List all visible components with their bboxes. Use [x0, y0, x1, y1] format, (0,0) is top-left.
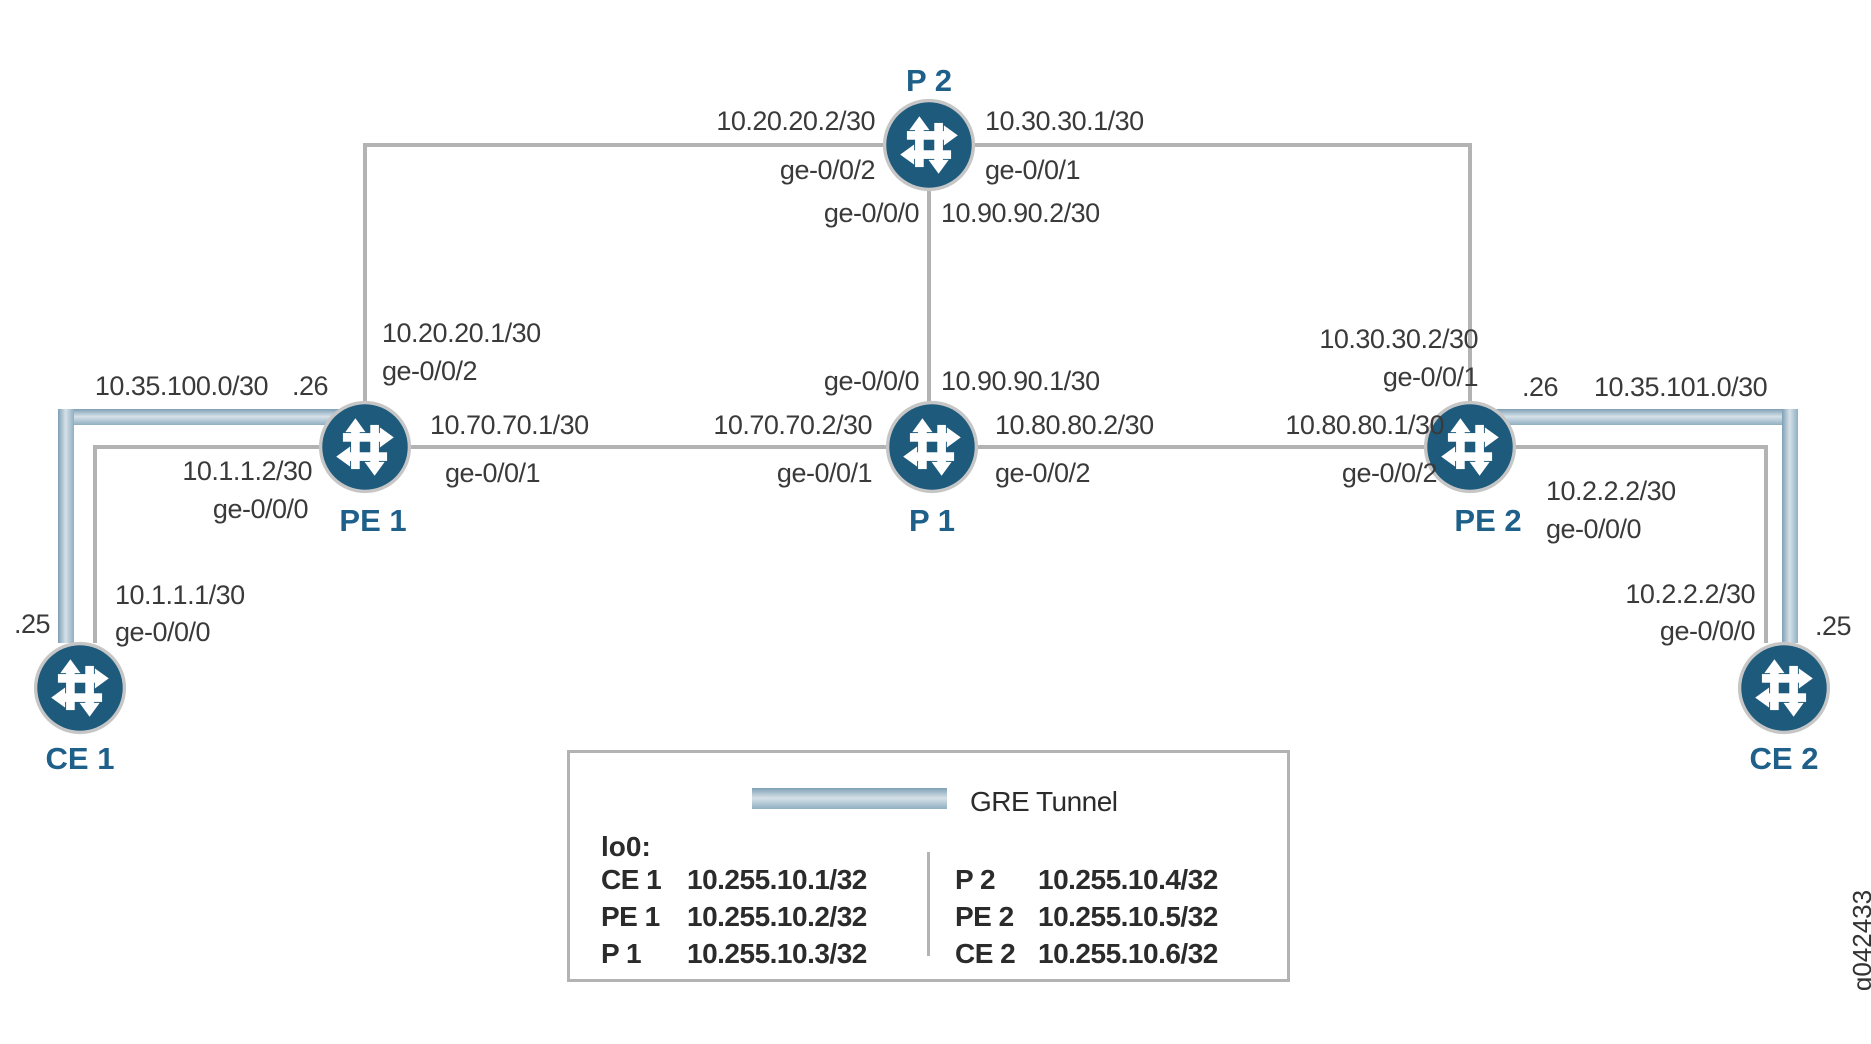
legend-router-name: P 1 [601, 938, 642, 969]
router-label-p2: P 2 [906, 63, 952, 98]
legend-lo0-address: 10.255.10.6/32 [1038, 938, 1218, 969]
label-gre2-ce2-end: .25 [1815, 611, 1852, 641]
router-label-p1: P 1 [909, 503, 955, 538]
label-pe2-ge000: ge-0/0/0 [1546, 514, 1642, 544]
label-gre1-subnet: 10.35.100.0/30 [94, 371, 269, 401]
router-pe2 [1422, 399, 1518, 495]
legend-lo0-address: 10.255.10.1/32 [687, 864, 867, 895]
router-label-ce2: CE 2 [1749, 741, 1819, 776]
figure-id-watermark: g042433 [1847, 889, 1871, 992]
label-p1-ge001-ip: 10.70.70.2/30 [713, 410, 872, 440]
link-pe2-vertical [1468, 143, 1472, 449]
link-pe2-ce2-horizontal [1472, 445, 1768, 449]
label-p2-ge000: ge-0/0/0 [823, 198, 920, 228]
juniper-router-icon [318, 400, 412, 494]
link-pe2-ce2-vertical [1764, 445, 1768, 643]
label-p2-ge001-ip: 10.30.30.1/30 [985, 106, 1144, 136]
label-gre2-subnet: 10.35.101.0/30 [1594, 372, 1768, 402]
legend-lo0-address: 10.255.10.2/32 [687, 901, 867, 932]
gre-tunnel-ce2-horizontal [1455, 409, 1798, 425]
label-p2-ge002-ip: 10.20.20.2/30 [716, 106, 875, 136]
gre-tunnel-ce1-vertical [58, 409, 74, 643]
router-p1 [884, 399, 980, 495]
label-pe1-ge000: ge-0/0/0 [212, 494, 309, 524]
juniper-router-icon [1737, 641, 1831, 735]
label-pe2-ge002: ge-0/0/2 [1341, 458, 1438, 488]
gre-tunnel-ce2-vertical [1782, 409, 1798, 643]
juniper-router-icon [1423, 400, 1517, 494]
link-pe1-vertical [363, 143, 367, 449]
link-p2-p1-vertical [927, 143, 931, 449]
label-pe1-ge002: ge-0/0/2 [382, 356, 478, 386]
label-pe2-ge001-ip: 10.30.30.2/30 [1319, 324, 1478, 354]
label-ce2-ge000-ip: 10.2.2.2/30 [1625, 579, 1755, 609]
label-p1-ge002-ip: 10.80.80.2/30 [995, 410, 1154, 440]
legend-router-name: P 2 [955, 864, 996, 895]
label-ce1-ge000: ge-0/0/0 [115, 617, 211, 647]
juniper-router-icon [885, 400, 979, 494]
juniper-router-icon [33, 641, 127, 735]
label-ce2-ge000: ge-0/0/0 [1659, 616, 1756, 646]
label-p1-ge002: ge-0/0/2 [995, 458, 1091, 488]
gre-tunnel-ce1-horizontal [58, 409, 340, 425]
legend-router-name: CE 1 [601, 864, 662, 895]
router-ce1 [32, 640, 128, 736]
legend-router-name: PE 1 [601, 901, 660, 932]
legend-lo0-address: 10.255.10.3/32 [687, 938, 867, 969]
router-label-pe1: PE 1 [339, 503, 407, 538]
legend-lo0-address: 10.255.10.4/32 [1038, 864, 1218, 895]
legend-router-name: CE 2 [955, 938, 1016, 969]
label-gre1-pe1-end: .26 [291, 371, 329, 401]
label-p1-ge001: ge-0/0/1 [776, 458, 873, 488]
legend-router-name: PE 2 [955, 901, 1014, 932]
router-pe1 [317, 399, 413, 495]
label-pe2-ge000-ip: 10.2.2.2/30 [1546, 476, 1676, 506]
link-ce1-pe1-vertical [93, 445, 97, 643]
legend-lo0-address: 10.255.10.5/32 [1038, 901, 1218, 932]
label-pe2-ge002-ip: 10.80.80.1/30 [1285, 410, 1444, 440]
label-gre2-pe2-end: .26 [1522, 372, 1559, 402]
juniper-router-icon [882, 98, 976, 192]
router-label-ce1: CE 1 [45, 741, 115, 776]
label-pe1-ge001: ge-0/0/1 [445, 458, 541, 488]
label-pe1-ge001-ip: 10.70.70.1/30 [430, 410, 589, 440]
router-ce2 [1736, 640, 1832, 736]
label-pe1-ge002-ip: 10.20.20.1/30 [382, 318, 541, 348]
label-p1-ge000: ge-0/0/0 [823, 366, 920, 396]
gre-tunnel-legend-label: GRE Tunnel [970, 786, 1118, 817]
label-ce1-ge000-ip: 10.1.1.1/30 [115, 580, 245, 610]
legend-column-divider [927, 852, 930, 956]
label-p2-ge002: ge-0/0/2 [779, 155, 876, 185]
label-pe2-ge001: ge-0/0/1 [1382, 362, 1479, 392]
label-p2-ge000-ip: 10.90.90.2/30 [941, 198, 1100, 228]
router-p2 [881, 97, 977, 193]
link-ce1-pe1-horizontal [93, 445, 365, 449]
label-pe1-ge000-ip: 10.1.1.2/30 [182, 456, 312, 486]
gre-tunnel-legend-swatch [752, 788, 947, 809]
router-label-pe2: PE 2 [1454, 503, 1522, 538]
label-gre1-ce1-end: .25 [13, 609, 51, 639]
legend-lo0-heading: lo0: [601, 831, 651, 862]
label-p1-ge000-ip: 10.90.90.1/30 [941, 366, 1100, 396]
label-p2-ge001: ge-0/0/1 [985, 155, 1081, 185]
